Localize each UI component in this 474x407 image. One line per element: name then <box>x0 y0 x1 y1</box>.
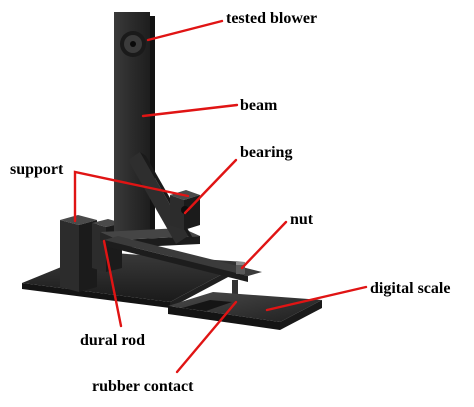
horizontal-lever <box>104 236 262 282</box>
left-support <box>60 215 97 292</box>
leader-dural-rod <box>102 239 123 328</box>
digital-scale <box>168 292 322 330</box>
label-support: support <box>10 161 64 178</box>
label-digital-scale: digital scale <box>370 280 450 297</box>
tested-blower <box>120 31 146 57</box>
leader-digital-scale <box>265 285 368 312</box>
leader-support <box>73 170 190 223</box>
label-rubber-contact: rubber contact <box>92 378 194 395</box>
leader-nut <box>240 220 288 270</box>
label-beam: beam <box>240 97 278 114</box>
leader-bearing <box>183 158 238 215</box>
label-dural-rod: dural rod <box>80 332 145 349</box>
nut <box>236 262 245 274</box>
label-bearing: bearing <box>240 144 292 161</box>
rubber-contact <box>232 280 238 298</box>
label-tested-blower: tested blower <box>226 10 317 27</box>
leader-beam <box>141 103 239 118</box>
label-nut: nut <box>290 211 314 228</box>
leader-tested-blower <box>146 19 224 42</box>
leader-rubber-contact <box>175 300 238 374</box>
